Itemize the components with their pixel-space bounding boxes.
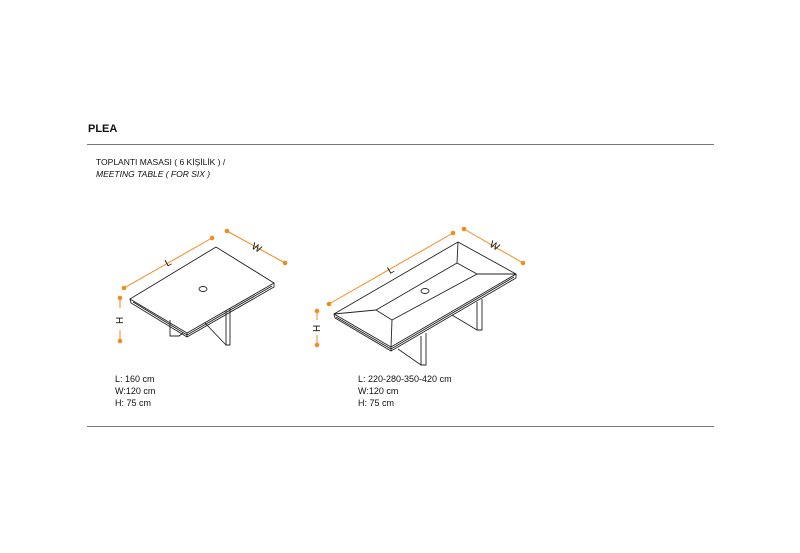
small-table-dimensions: [117, 228, 288, 344]
large-width-label: W: [487, 239, 501, 254]
bottom-divider: [87, 426, 714, 427]
small-height-label: H: [115, 317, 126, 324]
small-table-drawing: [129, 246, 275, 346]
large-table-dimensions: [314, 226, 526, 348]
top-divider: [87, 144, 714, 145]
spec-length: L: 160 cm: [115, 374, 155, 384]
spec-length: L: 220-280-350-420 cm: [358, 374, 452, 384]
spec-height: H: 75 cm: [358, 398, 395, 408]
small-length-label: L: [163, 257, 174, 270]
small-width-label: W: [249, 241, 263, 256]
description-turkish: TOPLANTI MASASI ( 6 KİŞİLİK ) /: [96, 157, 226, 167]
large-height-label: H: [312, 325, 323, 332]
large-table-specs: L: 220-280-350-420 cm W:120 cm H: 75 cm: [358, 373, 452, 409]
product-title: PLEA: [88, 123, 118, 135]
small-table-specs: L: 160 cm W:120 cm H: 75 cm: [115, 373, 155, 409]
large-length-label: L: [386, 264, 397, 277]
large-table-drawing: [333, 241, 517, 366]
spec-width: W:120 cm: [115, 386, 156, 396]
description-english: MEETING TABLE ( FOR SIX ): [96, 169, 211, 179]
spec-height: H: 75 cm: [115, 398, 152, 408]
spec-width: W:120 cm: [358, 386, 399, 396]
